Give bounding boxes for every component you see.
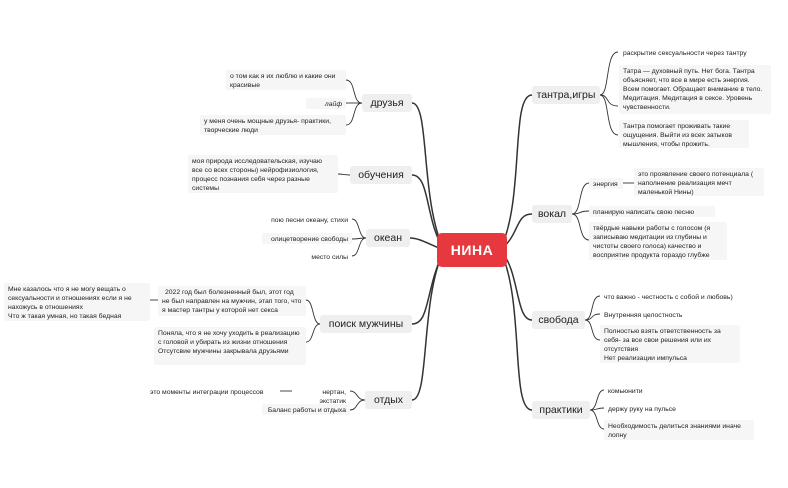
leaf-practices-2[interactable]: держу руку на пульсе xyxy=(608,406,676,413)
leaf-friends-3[interactable]: у меня очень мощные друзья- практики, тв… xyxy=(200,115,346,135)
leaf-freedom-1[interactable]: что важно - честность с собой и любовь) xyxy=(604,294,733,301)
leaf-vocal-song[interactable]: планирую написать свою песню xyxy=(589,206,715,217)
leaf-vocal-skills[interactable]: твёрдые навыки работы с голосом (я запис… xyxy=(589,222,727,260)
branch-rest[interactable]: отдых xyxy=(365,391,412,409)
branch-learning[interactable]: обучения xyxy=(350,166,412,184)
leaf-friends-2[interactable]: лайф xyxy=(306,98,346,109)
branch-friends[interactable]: друзья xyxy=(362,94,412,112)
leaf-tantra-3[interactable]: Тантра помогает проживать такие ощущения… xyxy=(619,120,749,148)
branch-ocean[interactable]: океан xyxy=(366,229,410,247)
leaf-search-2[interactable]: Поняла, что я не хочу уходить в реализац… xyxy=(154,327,306,365)
leaf-vocal-energy[interactable]: энергия xyxy=(589,178,623,189)
leaf-search-1-sub[interactable]: Мне казалось что я не могу вещать о секс… xyxy=(4,283,150,321)
leaf-practices-3[interactable]: Необходимость делиться знаниями иначе ло… xyxy=(604,420,754,440)
leaf-freedom-2[interactable]: Внутренняя целостность xyxy=(604,312,683,319)
leaf-tantra-1[interactable]: раскрытие сексуальности через тантру xyxy=(623,50,747,57)
link-center-friends xyxy=(411,102,445,251)
leaf-rest-1[interactable]: нертан, экстатик xyxy=(319,389,346,405)
leaf-practices-1[interactable]: комьюнити xyxy=(608,388,643,395)
branch-practices[interactable]: практики xyxy=(532,401,590,419)
branch-search-man[interactable]: поиск мужчины xyxy=(320,315,412,333)
leaf-rest-1-sub[interactable]: это моменты интеграции процессов xyxy=(150,389,264,396)
branch-tantra[interactable]: тантра,игры xyxy=(532,86,600,104)
link-center-tantra xyxy=(499,94,533,251)
leaf-friends-1[interactable]: о том как я их люблю и какие они красивы… xyxy=(226,70,346,90)
leaf-ocean-3[interactable]: место силы xyxy=(311,254,348,261)
leaf-tantra-2[interactable]: Татра — духовный путь. Нет бога. Тантра … xyxy=(619,65,771,114)
branch-vocal[interactable]: вокал xyxy=(532,205,572,223)
leaf-vocal-energy-sub[interactable]: это проявление своего потенциала ( напол… xyxy=(634,168,764,196)
branch-freedom[interactable]: свобода xyxy=(532,311,585,329)
leaf-ocean-2[interactable]: олицетворение свободы xyxy=(262,233,352,244)
leaf-rest-2[interactable]: Баланс работы и отдыха xyxy=(262,404,350,415)
link-center-practices xyxy=(499,249,533,411)
leaf-learning-1[interactable]: моя природа исследовательская, изучаю вс… xyxy=(188,155,338,193)
link-center-rest xyxy=(411,249,445,401)
leaf-freedom-3[interactable]: Полностью взять ответственность за себя-… xyxy=(600,325,740,363)
leaf-ocean-1[interactable]: пою песни океану, стихи xyxy=(271,217,348,224)
central-topic[interactable]: НИНА xyxy=(437,233,507,267)
leaf-search-1[interactable]: 2022 год был болезненный был, этот год н… xyxy=(158,286,306,316)
